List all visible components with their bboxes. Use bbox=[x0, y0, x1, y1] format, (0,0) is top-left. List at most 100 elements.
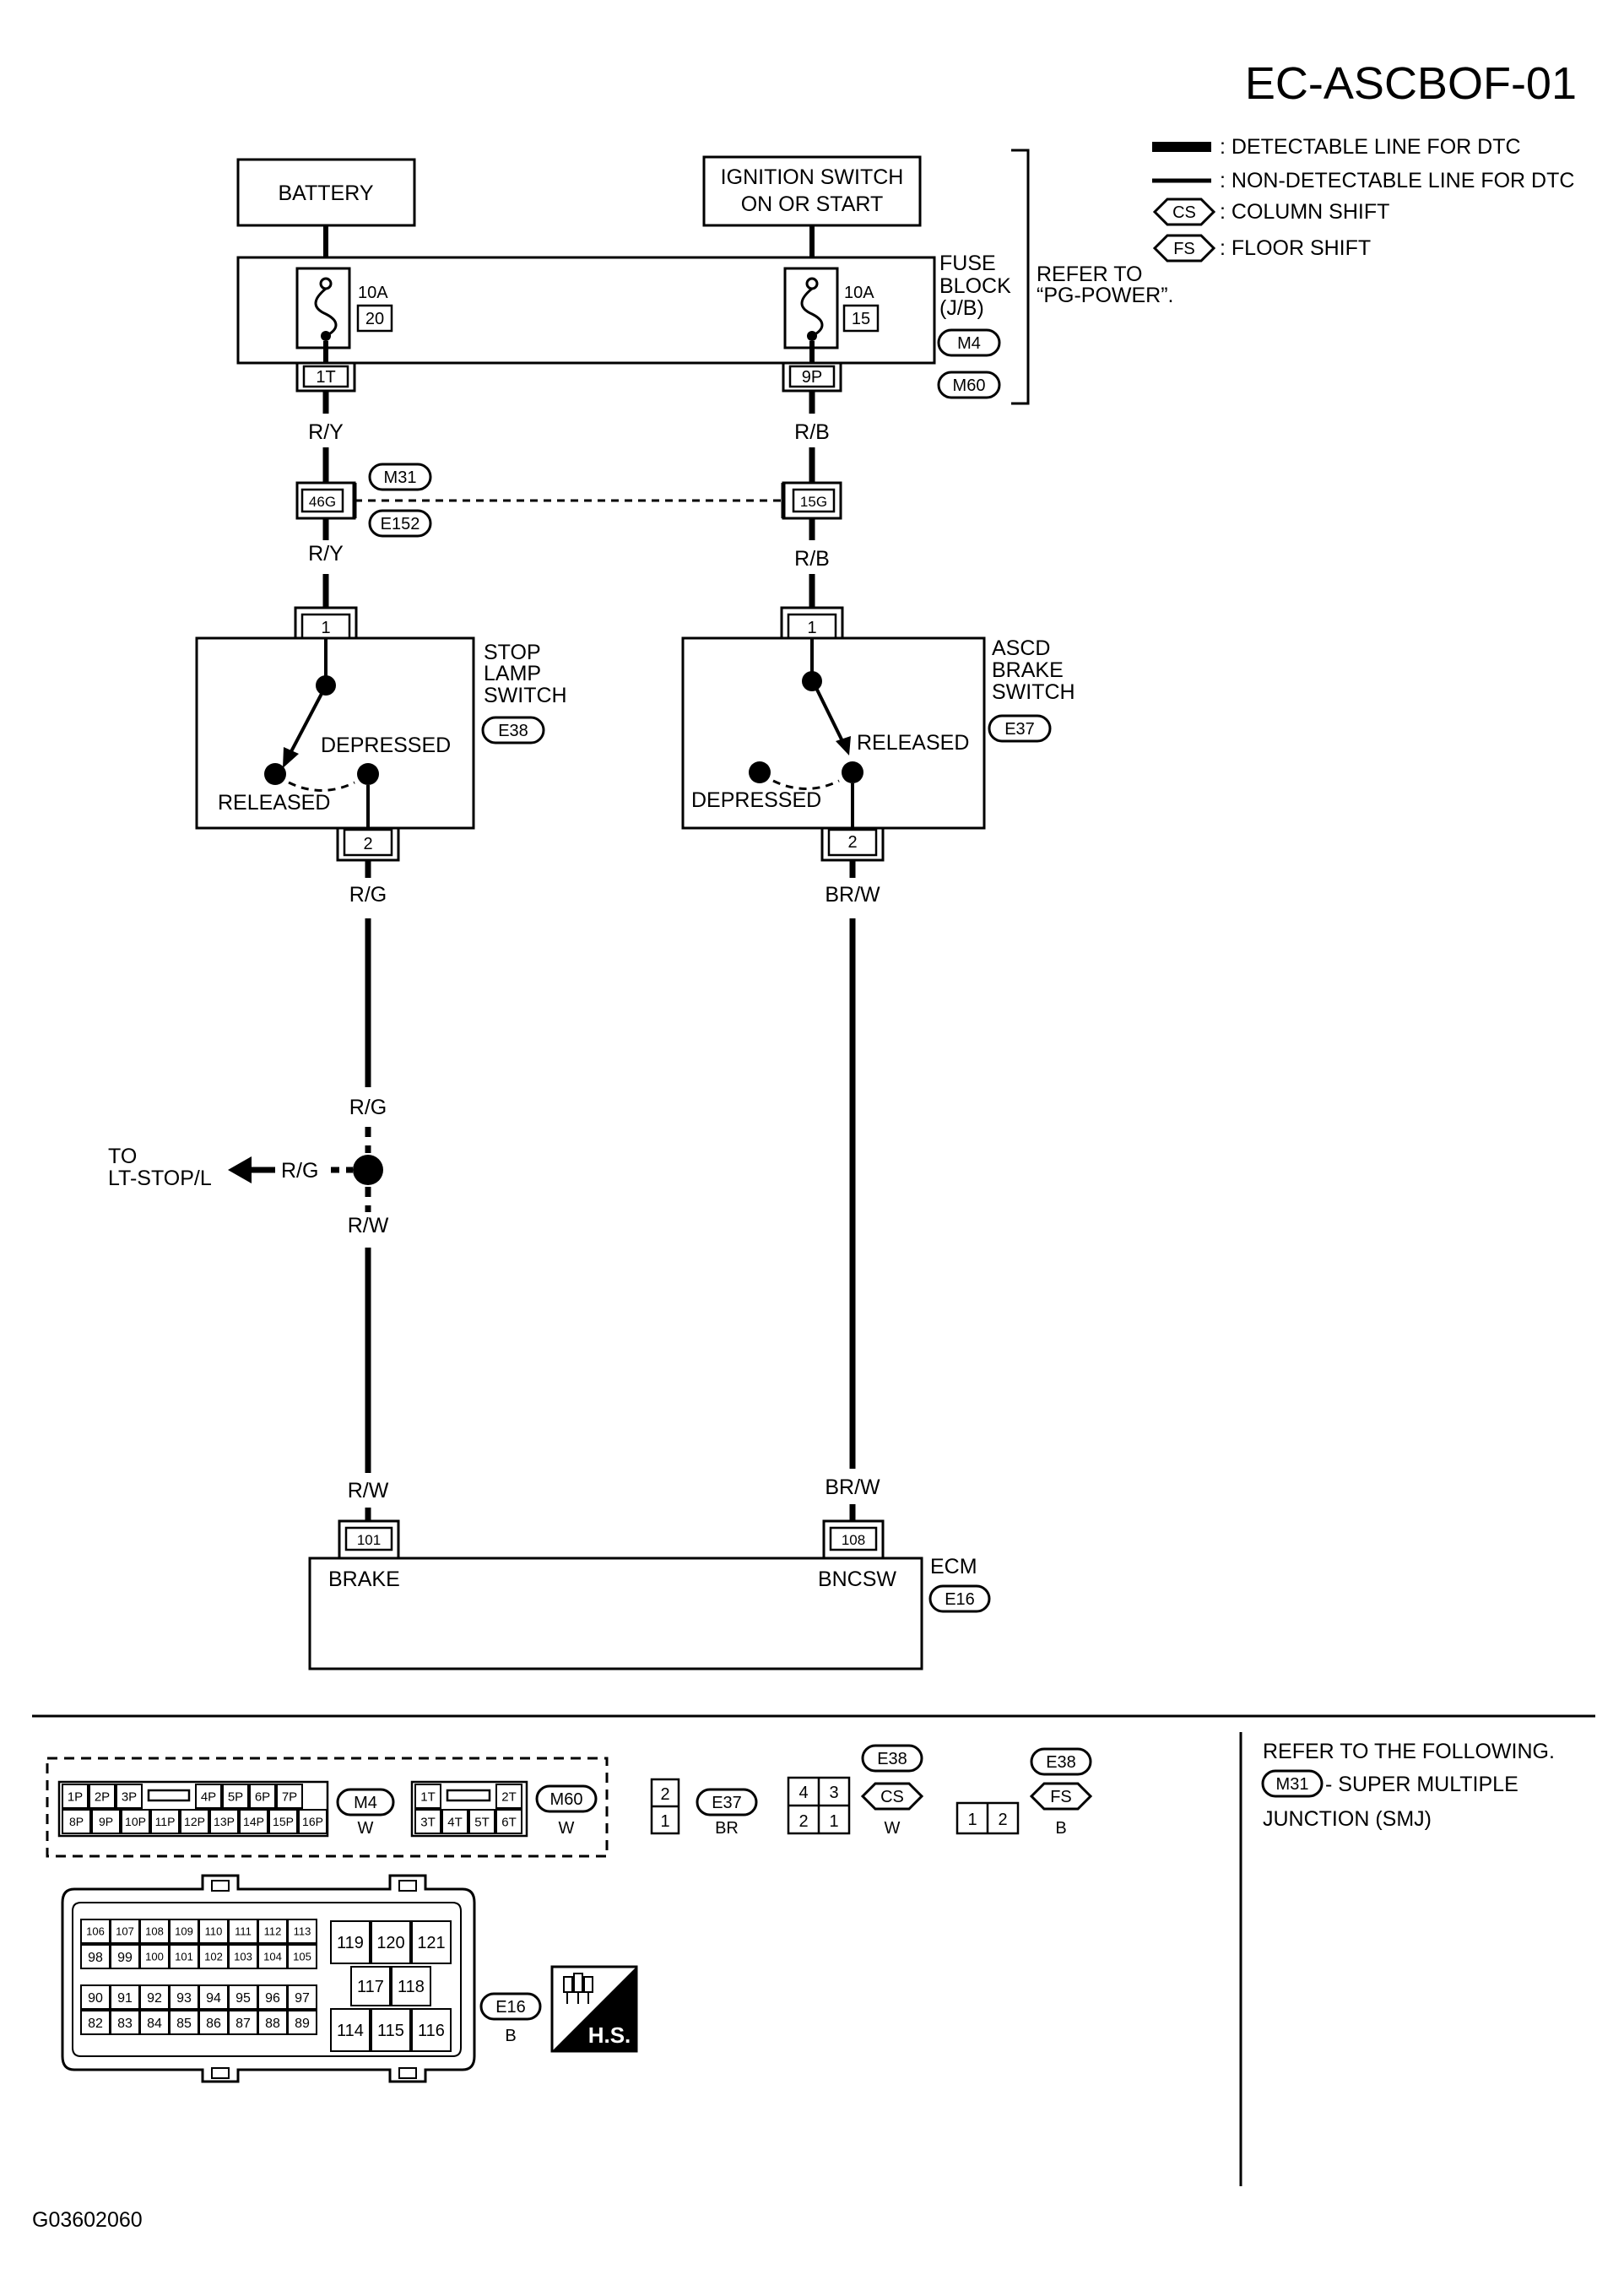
connector-m4-pin-cell bbox=[222, 1784, 249, 1809]
connector-e38fs-name: E38 bbox=[1046, 1753, 1076, 1772]
connector-e16-pin: 119 bbox=[337, 1934, 364, 1952]
connector-m60-pin-cell bbox=[414, 1784, 441, 1809]
fuse-right-number-box bbox=[842, 304, 880, 333]
connector-e38fs-color: B bbox=[1055, 1819, 1066, 1838]
connector-e16-pin: 82 bbox=[88, 2017, 103, 2031]
connector-m4-pin-cell bbox=[91, 1809, 121, 1834]
legend-detectable: : DETECTABLE LINE FOR DTC bbox=[1220, 135, 1521, 159]
connector-e16-pin: 117 bbox=[357, 1978, 384, 1996]
connector-e38cs-shift: CS bbox=[880, 1788, 904, 1806]
connector-e16-pin: 104 bbox=[263, 1951, 282, 1963]
connector-e16-pin-cell bbox=[110, 1984, 140, 2010]
battery-box bbox=[236, 158, 416, 227]
connector-e16-pin: 95 bbox=[235, 1991, 251, 2006]
connector-e16-pin: 102 bbox=[204, 1951, 223, 1963]
to-stop-line2: LT-STOP/L bbox=[108, 1167, 212, 1190]
fuse-right-amp: 10A bbox=[844, 284, 874, 302]
connector-e16-pin: 100 bbox=[145, 1951, 164, 1963]
ecm-signal-brake: BRAKE bbox=[328, 1567, 400, 1591]
ascd-label1: ASCD bbox=[992, 636, 1050, 660]
connector-m4-pin: 2P bbox=[95, 1789, 110, 1804]
connector-e16-pin: 96 bbox=[265, 1991, 280, 2006]
connector-m4-pin: 15P bbox=[273, 1815, 294, 1828]
figure-code: G03602060 bbox=[32, 2208, 143, 2232]
connector-e16-pin: 97 bbox=[295, 1991, 310, 2006]
connector-m4-pin: 12P bbox=[184, 1815, 205, 1828]
connector-m4-pin-cell bbox=[62, 1784, 89, 1809]
connector-e16-pin-cell bbox=[80, 1944, 111, 1969]
connector-m4-pin-cell bbox=[276, 1784, 303, 1809]
connector-e38cs-name: E38 bbox=[877, 1750, 907, 1768]
connector-m60-color: W bbox=[559, 1819, 575, 1838]
connector-e16-pin-cell bbox=[110, 1919, 140, 1944]
connector-e16-pin: 89 bbox=[295, 2017, 310, 2031]
refer-note-m31-badge bbox=[1261, 1769, 1324, 1798]
connector-m4-pin-cell bbox=[121, 1809, 150, 1834]
connector-e16-pin-cell bbox=[198, 1944, 229, 1969]
conn-badge-m60 bbox=[937, 371, 1001, 399]
connector-m60-pin: 5T bbox=[474, 1815, 490, 1829]
connector-e16-pin-cell bbox=[411, 2008, 452, 2052]
connector-m4-pin: 9P bbox=[99, 1815, 113, 1828]
connector-m4-pin: 16P bbox=[302, 1815, 323, 1828]
connector-e16-pin-cell bbox=[411, 1920, 452, 1964]
refer-power-line1: REFER TO bbox=[1037, 263, 1143, 286]
ecm-pin-101-label: 101 bbox=[357, 1532, 381, 1548]
stop-lamp-depressed-contact bbox=[357, 763, 379, 785]
ascd-pivot bbox=[802, 671, 822, 691]
connector-m4-pin-cell bbox=[62, 1809, 91, 1834]
connector-m4-pin: 10P bbox=[125, 1815, 146, 1828]
stop-lamp-pin2-label: 2 bbox=[363, 835, 372, 853]
ignition-switch-box bbox=[702, 155, 922, 227]
connector-m4-pin-cell bbox=[209, 1809, 239, 1834]
cs-badge-text: CS bbox=[1172, 203, 1196, 222]
terminal-9p-label: 9P bbox=[802, 368, 822, 387]
fs-badge bbox=[1152, 234, 1216, 263]
connector-m60-badge bbox=[535, 1784, 598, 1813]
connector-e16-pin: 85 bbox=[176, 2017, 192, 2031]
connector-e16-pin-cell bbox=[139, 1919, 170, 1944]
connector-m4-pin-cell bbox=[89, 1784, 116, 1809]
wire-label-rb-top: R/B bbox=[794, 420, 830, 444]
connector-e16-color: B bbox=[505, 2027, 516, 2045]
wire-label-brw-2: BR/W bbox=[825, 1475, 880, 1499]
connector-m4-pin: 5P bbox=[228, 1789, 243, 1804]
stop-lamp-released: RELEASED bbox=[218, 791, 330, 815]
conn-badge-m31 bbox=[368, 463, 432, 491]
connector-e16-pin: 115 bbox=[377, 2022, 404, 2040]
connector-e16-pin: 112 bbox=[264, 1925, 282, 1938]
fuse-left-number-box bbox=[356, 304, 393, 333]
connector-e16-pin: 105 bbox=[293, 1951, 311, 1963]
ignition-line2: ON OR START bbox=[741, 192, 884, 216]
connector-e16-pin-cell bbox=[371, 1920, 411, 1964]
connector-e38cs-color: W bbox=[885, 1819, 901, 1838]
connector-e38cs-pin-3: 3 bbox=[829, 1784, 838, 1802]
connector-m4-pin-cell bbox=[268, 1809, 298, 1834]
wire-label-rg-2: R/G bbox=[349, 1096, 387, 1119]
connector-e16-pin: 101 bbox=[175, 1951, 193, 1963]
ecm-box bbox=[308, 1557, 923, 1670]
conn-badge-m60-text: M60 bbox=[953, 376, 986, 395]
legend-cs: : COLUMN SHIFT bbox=[1220, 200, 1389, 224]
conn-badge-e37 bbox=[988, 714, 1052, 743]
connector-m60-lock bbox=[446, 1789, 491, 1802]
conn-badge-e38 bbox=[481, 716, 545, 744]
stop-lamp-label1: STOP bbox=[484, 641, 541, 664]
connector-e16-pin: 88 bbox=[265, 2017, 280, 2031]
ecm-signal-bncsw: BNCSW bbox=[818, 1567, 896, 1591]
connector-e38cs-shift-badge bbox=[860, 1782, 924, 1811]
connector-m4-lock bbox=[147, 1789, 191, 1802]
ascd-pin2-label: 2 bbox=[847, 833, 857, 852]
stop-lamp-arm bbox=[287, 690, 325, 757]
wire-label-rw-2: R/W bbox=[348, 1479, 389, 1502]
connector-e16-pin-cell bbox=[287, 1984, 317, 2010]
ascd-released-contact bbox=[842, 761, 863, 783]
connector-e38cs-badge bbox=[861, 1744, 923, 1773]
wire-label-rb-mid: R/B bbox=[794, 547, 830, 571]
connector-e16-pin: 121 bbox=[417, 1934, 445, 1952]
connector-e38fs-pin-1: 1 bbox=[967, 1811, 977, 1829]
ecm-pin-108 bbox=[822, 1519, 885, 1558]
